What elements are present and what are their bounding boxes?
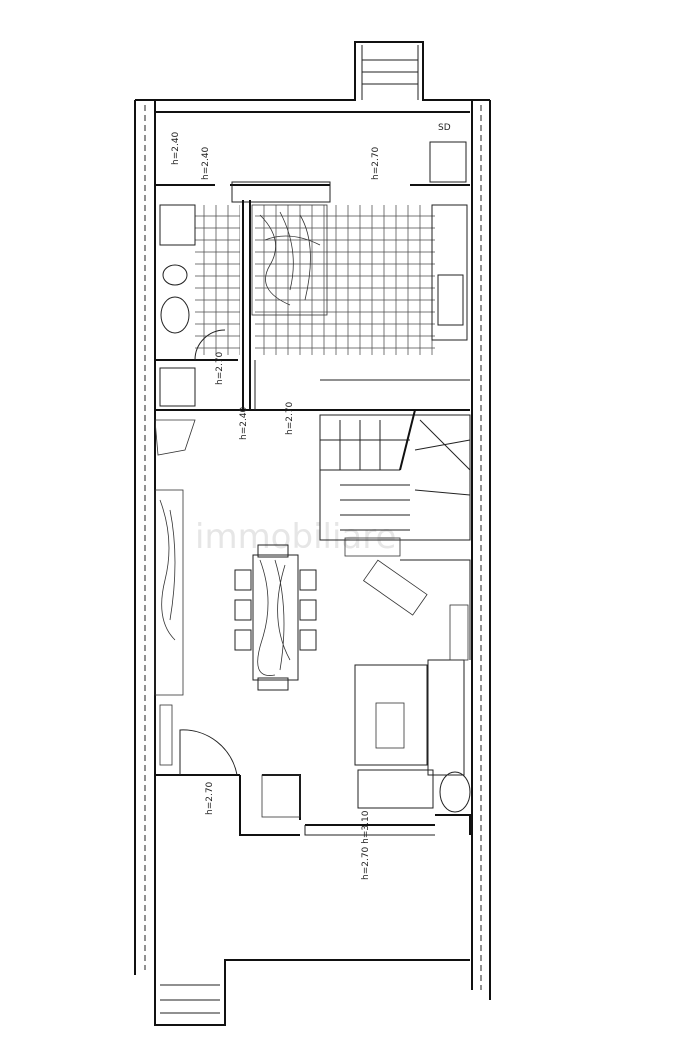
lower-partitions xyxy=(155,729,471,836)
kitchen-counter-icon xyxy=(431,204,468,341)
bathroom-floor xyxy=(195,205,240,355)
dim-label: h=2.70 xyxy=(371,146,381,180)
kitchen-partition xyxy=(254,360,470,410)
sofa-icon xyxy=(354,659,471,813)
bench-icon xyxy=(362,559,428,616)
dim-label: h=2.70 xyxy=(285,401,295,435)
dim-label: h=2.40 xyxy=(239,406,249,440)
radiator-icon xyxy=(159,704,173,766)
dining-table-icon xyxy=(234,544,317,691)
outer-walls xyxy=(134,41,491,1026)
kitchen-table-icon xyxy=(251,204,328,316)
dim-label: h=2.70 xyxy=(205,781,215,815)
dim-label: h=2.40 xyxy=(201,146,211,180)
top-stair-icon xyxy=(361,45,419,100)
kitchen-floor xyxy=(255,205,435,355)
dim-label: h=2.70 xyxy=(215,351,225,385)
dim-label: h=2.40 xyxy=(171,131,181,165)
entrance-door-icon xyxy=(179,729,238,776)
sideboard-icon xyxy=(154,489,184,696)
interior-stair-icon xyxy=(319,409,471,660)
sink-icon xyxy=(437,274,464,326)
bidet-icon xyxy=(162,264,188,286)
bathroom-door-icon xyxy=(194,329,226,361)
watermark-text: immobiliare xyxy=(195,517,396,557)
armchair-icon xyxy=(154,419,196,456)
dim-label: h=2.70 h=3.10 xyxy=(361,810,371,880)
shelf-icon xyxy=(449,604,469,661)
shower-icon xyxy=(159,204,196,246)
boiler-icon xyxy=(159,367,196,407)
upper-partitions xyxy=(155,181,470,411)
toilet-icon xyxy=(160,296,190,334)
laundry-label: SD xyxy=(438,123,451,133)
washer-icon xyxy=(429,141,467,183)
bottom-stair-icon xyxy=(160,984,220,1014)
